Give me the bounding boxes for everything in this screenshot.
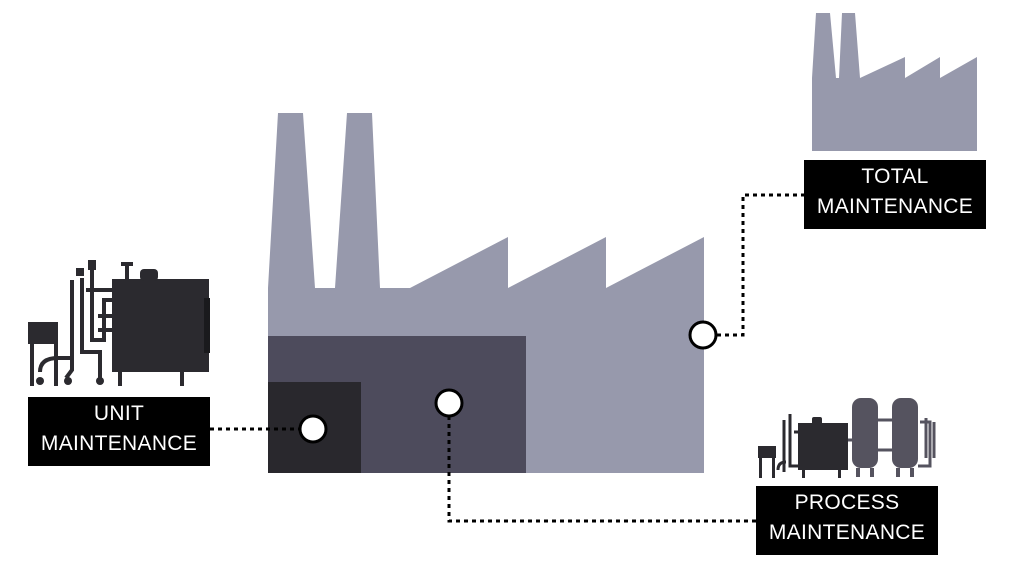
- process-label-line1: PROCESS: [794, 491, 900, 514]
- total-label-line2: MAINTENANCE: [816, 195, 974, 218]
- machine-unit-icon: [28, 260, 210, 386]
- small-factory-icon: [812, 13, 977, 151]
- process-maintenance-label: PROCESS MAINTENANCE: [756, 486, 938, 555]
- unit-label-line2: MAINTENANCE: [40, 432, 198, 455]
- connectors: [210, 193, 804, 523]
- total-node-marker: [688, 320, 718, 350]
- unit-node-marker: [298, 414, 328, 444]
- process-plant-icon: [758, 398, 936, 478]
- total-label-line1: TOTAL: [861, 165, 929, 188]
- unit-maintenance-label: UNIT MAINTENANCE: [28, 397, 210, 466]
- total-connector: [717, 193, 804, 337]
- factory-icon: [268, 113, 704, 473]
- process-label-line2: MAINTENANCE: [768, 521, 926, 544]
- process-node-marker: [434, 388, 464, 418]
- unit-label-line1: UNIT: [93, 402, 145, 425]
- total-maintenance-label: TOTAL MAINTENANCE: [804, 160, 986, 229]
- process-connector: [447, 416, 756, 523]
- node-markers: [298, 320, 718, 444]
